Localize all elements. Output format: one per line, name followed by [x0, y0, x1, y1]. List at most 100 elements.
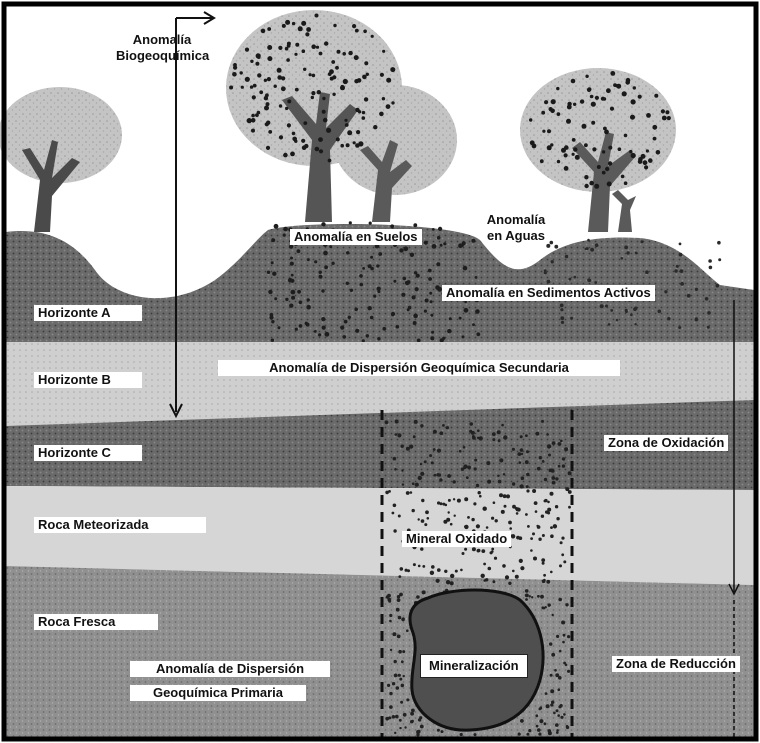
grain-dot [530, 549, 533, 552]
grain-dot [360, 283, 364, 287]
grain-dot [317, 90, 321, 94]
grain-dot [562, 464, 565, 467]
grain-dot [472, 547, 476, 551]
grain-dot [585, 75, 588, 78]
grain-dot [394, 732, 396, 734]
grain-dot [429, 454, 432, 457]
grain-dot [503, 435, 507, 439]
grain-dot [537, 525, 541, 529]
grain-dot [556, 731, 559, 734]
grain-dot [398, 616, 402, 620]
grain-dot [415, 287, 419, 291]
grain-dot [319, 275, 323, 279]
grain-dot [587, 88, 591, 92]
grain-dot [491, 517, 494, 520]
grain-dot [506, 494, 510, 498]
grain-dot [279, 135, 283, 139]
grain-dot [653, 137, 657, 141]
grain-dot [553, 712, 556, 715]
grain-dot [424, 523, 427, 526]
grain-dot [648, 158, 653, 163]
grain-dot [525, 589, 529, 593]
grain-dot [535, 714, 538, 717]
grain-dot [564, 153, 568, 157]
grain-dot [517, 452, 521, 456]
grain-dot [416, 595, 420, 599]
grain-dot [380, 73, 384, 77]
grain-dot [497, 430, 501, 434]
grain-dot [561, 621, 565, 625]
grain-dot [476, 332, 480, 336]
grain-dot [478, 491, 481, 494]
grain-dot [393, 529, 396, 532]
grain-dot [399, 248, 403, 252]
grain-dot [464, 548, 467, 551]
grain-dot [622, 91, 627, 96]
grain-dot [355, 108, 359, 112]
grain-dot [410, 253, 414, 257]
grain-dot [535, 510, 538, 513]
grain-dot [266, 121, 270, 125]
grain-dot [378, 252, 382, 256]
grain-dot [440, 338, 444, 342]
grain-dot [267, 77, 271, 81]
grain-dot [336, 137, 340, 141]
grain-dot [570, 317, 573, 320]
grain-dot [259, 90, 263, 94]
grain-dot [346, 251, 349, 254]
grain-dot [274, 224, 279, 229]
grain-dot [285, 298, 288, 301]
grain-dot [608, 161, 612, 165]
grain-dot [446, 426, 449, 429]
grain-dot [400, 567, 404, 571]
grain-dot [556, 709, 559, 712]
grain-dot [401, 445, 404, 448]
grain-dot [450, 581, 454, 585]
grain-dot [297, 249, 301, 253]
grain-dot [532, 532, 535, 535]
grain-dot [331, 262, 334, 265]
grain-dot [589, 181, 594, 186]
grain-dot [373, 125, 377, 129]
grain-dot [390, 649, 392, 651]
grain-dot [540, 595, 544, 599]
grain-dot [431, 565, 435, 569]
grain-dot [421, 499, 424, 502]
grain-dot [333, 24, 336, 27]
grain-dot [503, 494, 507, 498]
grain-dot [323, 251, 328, 256]
grain-dot [278, 326, 281, 329]
grain-dot [335, 66, 339, 70]
grain-dot [362, 267, 365, 270]
grain-dot [624, 181, 628, 185]
grain-dot [377, 337, 380, 340]
grain-dot [646, 113, 651, 118]
grain-dot [302, 49, 306, 53]
grain-dot [569, 278, 572, 281]
grain-dot [436, 579, 440, 583]
grain-dot [603, 127, 607, 131]
grain-dot [435, 285, 440, 290]
grain-dot [508, 582, 511, 585]
grain-dot [267, 45, 272, 50]
grain-dot [341, 85, 344, 88]
grain-dot [448, 499, 451, 502]
grain-dot [255, 113, 259, 117]
grain-dot [386, 104, 391, 109]
grain-dot [549, 642, 552, 645]
grain-dot [389, 692, 392, 695]
grain-dot [679, 243, 682, 246]
grain-dot [608, 323, 611, 326]
grain-dot [395, 420, 399, 424]
grain-dot [708, 259, 712, 263]
grain-dot [602, 150, 605, 153]
grain-dot [572, 138, 576, 142]
grain-dot [520, 435, 523, 438]
grain-dot [548, 729, 552, 733]
grain-dot [709, 266, 713, 270]
grain-dot [560, 308, 563, 311]
grain-dot [549, 469, 553, 473]
grain-dot [398, 515, 401, 518]
roca-fresca-layer [6, 566, 754, 737]
grain-dot [255, 62, 259, 66]
